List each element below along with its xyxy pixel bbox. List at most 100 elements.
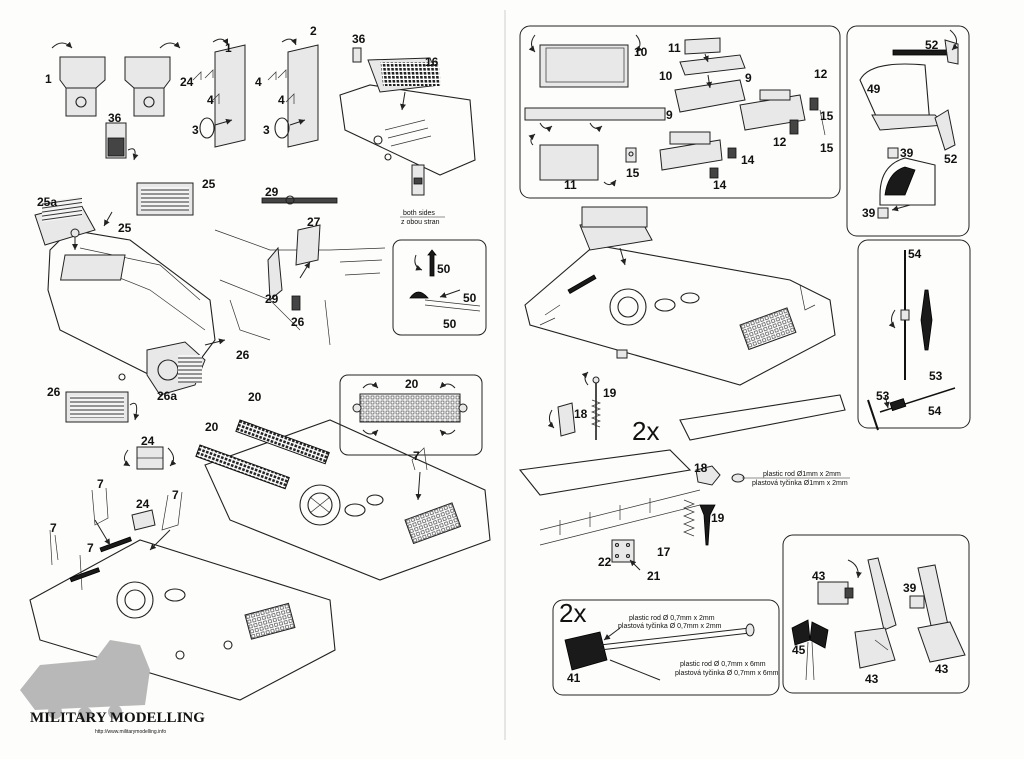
hull-front-grilles [34, 182, 226, 396]
label-part-9b: 9 [666, 108, 673, 122]
label-part-24b: 24 [141, 434, 155, 448]
label-part-36b: 36 [352, 32, 366, 46]
note-twice-b: 2x [559, 598, 586, 628]
label-part-15b: 15 [820, 109, 834, 123]
label-part-49: 49 [867, 82, 881, 96]
label-part-36: 36 [108, 111, 122, 125]
mesh-strip-part-20-box [339, 374, 483, 456]
label-part-54a: 54 [908, 247, 922, 261]
watermark-url: http://www.militarymodelling.info [95, 729, 166, 735]
side-skirt-detail [518, 394, 846, 571]
label-part-41: 41 [567, 671, 581, 685]
grille-part-26 [65, 391, 140, 423]
label-part-45: 45 [792, 643, 806, 657]
label-part-39c: 39 [903, 581, 917, 595]
note-rod2-cz: plastová tyčinka Ø 0,7mm x 2mm [618, 623, 722, 630]
label-part-16: 16 [425, 55, 439, 69]
label-part-43c: 43 [935, 662, 949, 676]
panel-part-2-assembly [267, 38, 319, 148]
label-part-20c: 20 [405, 377, 419, 391]
part-36-block [105, 122, 139, 161]
note-rod2-en: plastic rod Ø 0,7mm x 2mm [629, 615, 715, 622]
detail-box-antenna-53-54 [857, 239, 971, 431]
watermark-logo [20, 640, 150, 721]
label-part-53a: 53 [929, 369, 943, 383]
side-detail-29-27-26 [214, 195, 386, 346]
watermark-brand: MILITARY MODELLING [30, 710, 205, 726]
parts-18-19 [547, 371, 601, 440]
label-part-43a: 43 [812, 569, 826, 583]
label-part-39b: 39 [862, 206, 876, 220]
label-part-25a: 25a [37, 195, 57, 209]
label-part-18b: 18 [694, 461, 708, 475]
label-part-19b: 19 [711, 511, 725, 525]
label-part-4a: 4 [207, 93, 214, 107]
label-part-54b: 54 [928, 404, 942, 418]
label-part-17: 17 [657, 545, 671, 559]
label-part-15a: 15 [626, 166, 640, 180]
label-part-29: 29 [265, 185, 279, 199]
label-part-15c: 15 [820, 141, 834, 155]
label-part-43b: 43 [865, 672, 879, 686]
note-both-sides: both sides [403, 210, 435, 217]
hull-deck-right-page [524, 206, 836, 386]
label-part-18a: 18 [574, 407, 588, 421]
label-part-52a: 52 [925, 38, 939, 52]
part-24-block [123, 446, 177, 470]
label-part-14a: 14 [741, 153, 755, 167]
label-part-11b: 11 [564, 178, 577, 192]
label-part-50c: 50 [443, 317, 457, 331]
label-part-29b: 29 [265, 292, 279, 306]
fender-part-1-left [51, 41, 106, 117]
label-part-50a: 50 [437, 262, 451, 276]
hull-deck-lower-left-page [29, 487, 336, 701]
label-part-27: 27 [307, 215, 321, 229]
label-part-4d: 4 [278, 93, 285, 107]
label-part-7e: 7 [413, 449, 420, 463]
label-part-10a: 10 [634, 45, 648, 59]
hull-deck-upper-left-page [195, 419, 491, 581]
detail-box-hatch-49-52 [846, 25, 970, 237]
panel-part-1-assembly [192, 38, 246, 148]
label-part-53b: 53 [876, 389, 890, 403]
label-part-25: 25 [202, 177, 216, 191]
label-part-26: 26 [291, 315, 305, 329]
label-part-52b: 52 [944, 152, 958, 166]
label-part-7c: 7 [50, 521, 57, 535]
label-part-9a: 9 [745, 71, 752, 85]
label-part-3b: 3 [263, 123, 270, 137]
label-part-12b: 12 [773, 135, 787, 149]
label-part-39a: 39 [900, 146, 914, 160]
hull-front-mesh-16 [339, 47, 476, 196]
label-part-19a: 19 [603, 386, 617, 400]
note-both-sides-cz: z obou stran [401, 219, 440, 226]
label-part-26b: 26 [236, 348, 250, 362]
label-part-3: 3 [192, 123, 199, 137]
label-part-4c: 4 [255, 75, 262, 89]
label-part-7a: 7 [97, 477, 104, 491]
label-part-20a: 20 [248, 390, 262, 404]
note-rod3-en: plastic rod Ø 0,7mm x 6mm [680, 661, 766, 668]
label-part-11a: 11 [668, 41, 681, 55]
note-rod1-cz: plastová tyčinka Ø1mm x 2mm [752, 480, 848, 487]
label-part-21: 21 [647, 569, 661, 583]
label-part-2: 2 [310, 24, 317, 38]
label-part-24: 24 [180, 75, 194, 89]
label-part-10b: 10 [659, 69, 673, 83]
label-part-14b: 14 [713, 178, 727, 192]
label-part-25b: 25 [118, 221, 132, 235]
label-part-7b: 7 [172, 488, 179, 502]
label-part-50b: 50 [463, 291, 477, 305]
label-part-12a: 12 [814, 67, 828, 81]
detail-box-part-43-45 [782, 534, 970, 694]
detail-box-part-41 [552, 599, 780, 696]
label-part-7d: 7 [87, 541, 94, 555]
label-part-1-panel: 1 [225, 41, 232, 55]
label-part-24c: 24 [136, 497, 150, 511]
label-part-26a: 26a [157, 389, 177, 403]
detail-box-stowage-bins [519, 25, 841, 199]
label-part-26c: 26 [47, 385, 61, 399]
label-part-20b: 20 [205, 420, 219, 434]
